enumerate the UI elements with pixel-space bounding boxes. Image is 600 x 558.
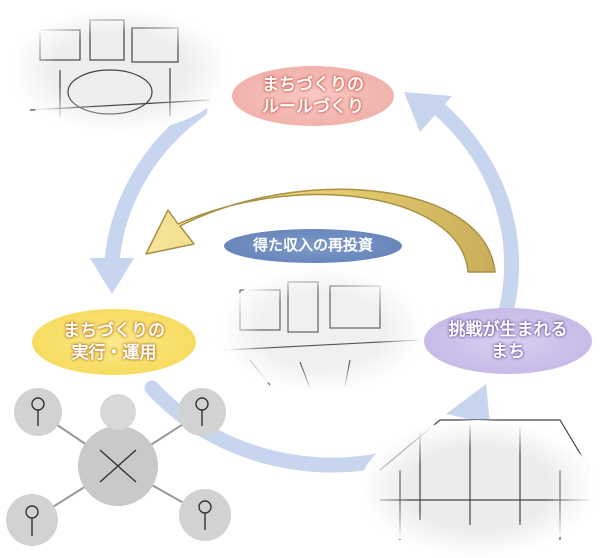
execution-node: まちづくりの 実行・運用 (32, 309, 196, 375)
street-scene-sketch-icon (220, 268, 424, 392)
reinvest-arrow (145, 188, 496, 273)
execution-line2: 実行・運用 (71, 343, 157, 363)
city-meeting-sketch-icon (10, 8, 230, 132)
reinvest-node: 得た収入の再投資 (224, 229, 402, 263)
rules-line1: まちづくりの (262, 74, 364, 95)
cycle-arrowheads (90, 92, 490, 424)
execution-line1: まちづくりの (63, 320, 165, 341)
market-crowd-sketch-icon (360, 419, 596, 556)
rules-line2: ルールづくり (262, 97, 364, 117)
reinvest-label: 得た収入の再投資 (252, 236, 373, 255)
people-network-sketch-icon (6, 388, 231, 546)
challenge-node: 挑戦が生まれる まち (424, 308, 592, 374)
challenge-line2: まち (491, 342, 525, 362)
rules-making-node: まちづくりの ルールづくり (232, 66, 394, 126)
challenge-line1: 挑戦が生まれる (448, 319, 568, 340)
